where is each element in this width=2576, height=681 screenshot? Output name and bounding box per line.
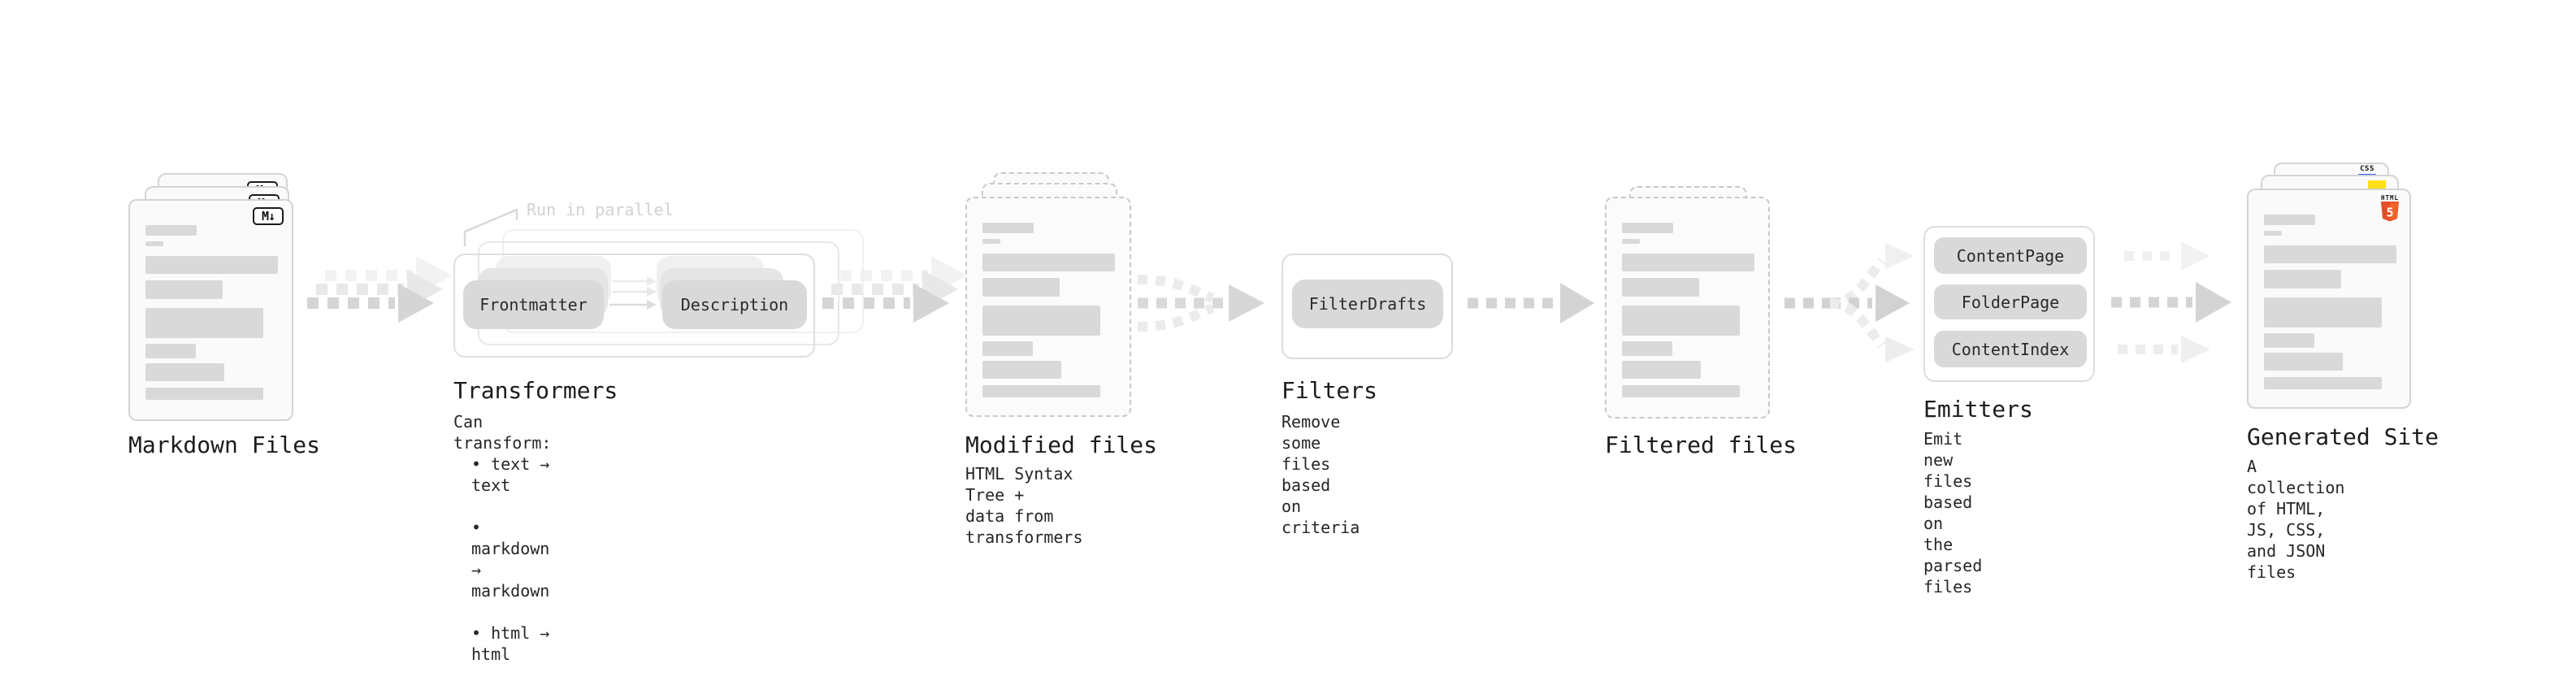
markdown-icon: M↓: [253, 207, 284, 225]
skeleton-line: [982, 361, 1061, 379]
skeleton-line: [982, 385, 1100, 397]
skeleton-line: [982, 341, 1033, 356]
skeleton-line: [145, 280, 223, 299]
emitter-pill-contentindex: ContentIndex: [1934, 331, 2087, 367]
emitters-sublabel: Emit new files based on the parsed files: [1923, 429, 1983, 596]
skeleton-line: [1622, 223, 1673, 233]
file-card-front: M↓: [128, 199, 293, 421]
skeleton-line: [2264, 377, 2382, 389]
skeleton-line: [2264, 333, 2314, 348]
emitters-box: [1923, 226, 2095, 382]
annotation-run-in-parallel: Run in parallel: [527, 200, 674, 219]
skeleton-line: [2264, 245, 2396, 263]
generated-site-sublabel: A collection of HTML, JS, CSS, and JSON …: [2247, 457, 2345, 582]
bullet-item: • text → text: [471, 454, 550, 495]
file-card-front: [1605, 197, 1770, 419]
bullet-item: • html → html: [471, 623, 550, 664]
filter-pill-filterdrafts: FilterDrafts: [1292, 280, 1443, 328]
skeleton-line: [2264, 297, 2382, 327]
skeleton-line: [145, 308, 263, 338]
modified-files-sublabel: HTML Syntax Tree + data from transformer…: [965, 464, 1083, 547]
skeleton-line: [145, 344, 196, 358]
skeleton-line: [982, 306, 1100, 336]
run-in-parallel-arrows: [609, 276, 657, 310]
stage-label-emitters: Emitters: [1923, 396, 2033, 423]
transformers-description-title: Can transform:: [453, 412, 552, 453]
skeleton-line: [982, 254, 1115, 271]
skeleton-line: [2264, 353, 2343, 371]
skeleton-line: [1622, 239, 1640, 244]
stage-label-modified-files: Modified files: [965, 432, 1158, 458]
transformer-box-front: [453, 254, 815, 358]
arrow-filters-to-filtered: [1468, 283, 1594, 323]
skeleton-line: [145, 256, 278, 274]
skeleton-line: [2264, 270, 2341, 288]
skeleton-line: [1622, 254, 1754, 271]
transformer-pill-description: Description: [662, 280, 807, 329]
file-card-front: HTML 5: [2247, 189, 2411, 409]
skeleton-line: [145, 388, 263, 400]
skeleton-line: [1622, 341, 1672, 356]
skeleton-line: [1622, 361, 1701, 379]
skeleton-line: [1622, 385, 1740, 397]
skeleton-line: [145, 363, 224, 381]
skeleton-line: [2264, 215, 2315, 225]
skeleton-line: [1622, 306, 1740, 336]
arrow-transformers-to-modified: [822, 256, 967, 323]
transformers-bullet-list: • text → text • markdown → markdown • ht…: [471, 432, 549, 681]
stage-label-generated-site: Generated Site: [2247, 423, 2439, 450]
transformer-pill-frontmatter: Frontmatter: [463, 280, 604, 329]
bullet-item: • markdown → markdown: [471, 518, 550, 601]
skeleton-line: [145, 241, 163, 246]
emitter-pill-folderpage: FolderPage: [1934, 284, 2087, 319]
stage-label-markdown-files: Markdown Files: [128, 432, 321, 458]
filters-sublabel: Remove some files based on criteria: [1281, 412, 1360, 537]
filters-box: [1281, 254, 1453, 359]
skeleton-line: [982, 223, 1034, 233]
arrow-filtered-to-emitters: [1785, 243, 1915, 362]
arrow-modified-to-filters: [1137, 275, 1264, 332]
skeleton-line: [145, 225, 197, 236]
stage-label-filters: Filters: [1281, 377, 1378, 404]
skeleton-line: [1622, 278, 1699, 297]
arrow-markdown-to-transformers: [307, 256, 452, 323]
js-icon: [2368, 180, 2386, 190]
annotation-leader-line: [463, 208, 518, 246]
svg-text:5: 5: [2386, 206, 2393, 220]
emitter-pill-contentpage: ContentPage: [1934, 237, 2087, 274]
arrow-emitters-to-generated: [2111, 241, 2231, 363]
stage-label-transformers: Transformers: [453, 377, 618, 404]
html5-icon: HTML 5: [2380, 194, 2400, 222]
skeleton-line: [982, 239, 1000, 244]
stage-label-filtered-files: Filtered files: [1605, 432, 1798, 458]
skeleton-line: [982, 278, 1060, 297]
file-card-front: [965, 197, 1131, 417]
skeleton-line: [2264, 231, 2282, 236]
